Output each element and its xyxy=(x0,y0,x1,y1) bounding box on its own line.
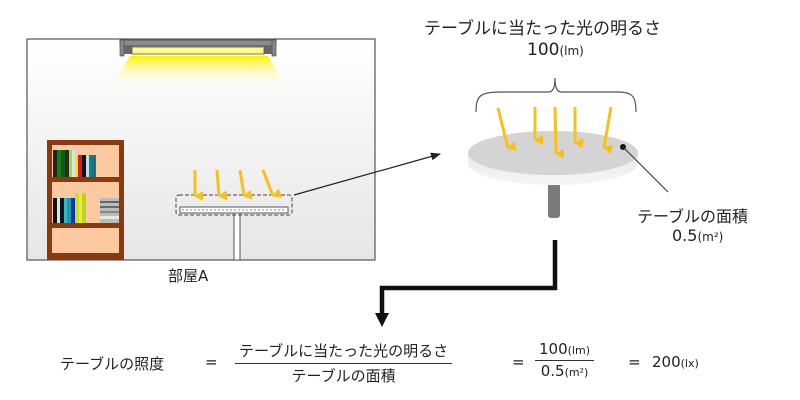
formula-lhs: テーブルの照度 xyxy=(60,355,165,373)
area-amount: 0.5(m²) xyxy=(672,226,723,245)
brace-icon xyxy=(475,77,637,113)
light-value: 100 xyxy=(527,40,560,60)
table-highlight-box xyxy=(175,194,293,216)
light-amount: 100(lm) xyxy=(527,40,584,60)
fraction-denominator-words: テーブルの面積 xyxy=(291,367,396,385)
room-light-arrows xyxy=(193,169,283,201)
table-top xyxy=(468,131,638,175)
bookshelf-icon xyxy=(47,140,124,260)
formula-equals-2: = xyxy=(512,353,525,371)
formula-result: 200(lx) xyxy=(652,353,699,371)
denominator-value: 0.5 xyxy=(540,362,565,380)
light-unit: (lm) xyxy=(559,44,584,58)
denominator-unit: (m²) xyxy=(564,366,589,379)
ceiling-lamp-icon xyxy=(119,39,277,57)
table-light-arrows xyxy=(496,106,613,159)
numerator-unit: (lm) xyxy=(567,344,590,357)
area-label: テーブルの面積 xyxy=(637,207,749,226)
flow-arrow-head xyxy=(375,313,389,327)
room xyxy=(26,38,376,261)
light-label: テーブルに当たった光の明るさ xyxy=(424,19,661,39)
result-unit: (lx) xyxy=(680,357,699,370)
area-pointer-line xyxy=(622,146,669,193)
formula-fraction-values: 100(lm) 0.5(m²) xyxy=(535,340,594,380)
area-unit: (m²) xyxy=(697,230,724,244)
formula-fraction-words: テーブルに当たった光の明るさ テーブルの面積 xyxy=(235,340,453,386)
fraction-denominator-values: 0.5(m²) xyxy=(541,361,589,380)
table-detail xyxy=(468,77,669,218)
table-leg xyxy=(548,178,560,218)
result-value: 200 xyxy=(652,353,681,371)
zoom-arrow xyxy=(293,152,441,196)
flow-arrow xyxy=(379,240,558,316)
room-label: 部屋A xyxy=(168,267,209,285)
fraction-numerator-words: テーブルに当たった光の明るさ xyxy=(235,340,453,364)
formula-equals-3: = xyxy=(628,353,641,371)
light-glow xyxy=(113,56,285,85)
fraction-numerator-values: 100(lm) xyxy=(535,340,594,361)
formula-equals-1: = xyxy=(205,353,218,371)
area-value: 0.5 xyxy=(672,226,698,245)
numerator-value: 100 xyxy=(539,340,568,358)
room-table xyxy=(175,194,293,261)
